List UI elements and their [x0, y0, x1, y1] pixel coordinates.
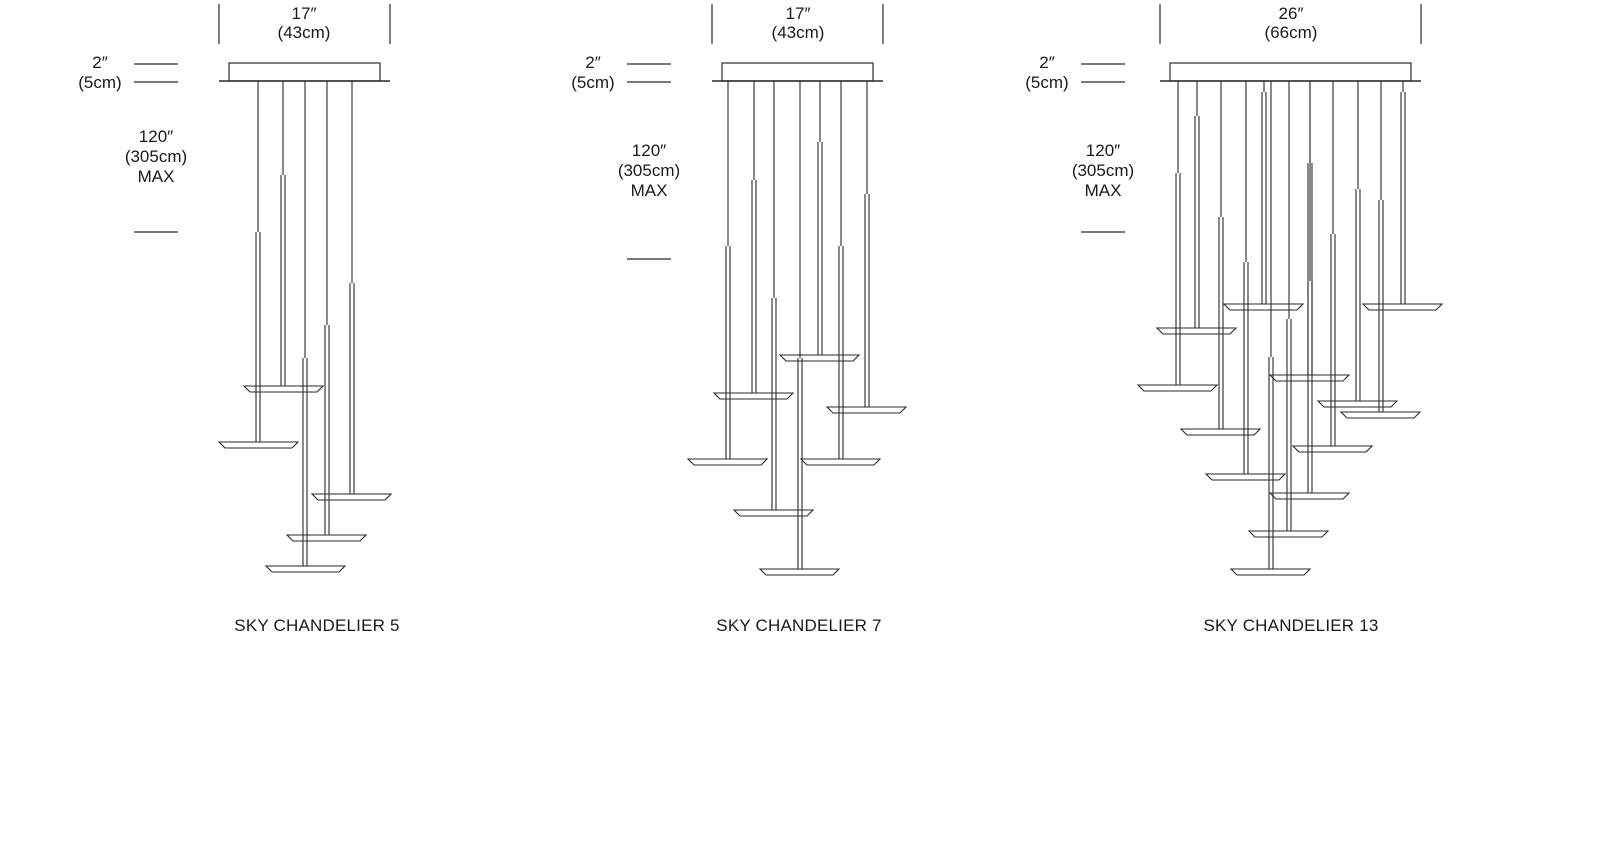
- chandelier-5-drop-in: 120″: [139, 127, 173, 146]
- chandelier-13-drop-dimension: 120″ (305cm) MAX: [1072, 141, 1134, 233]
- chandelier-13-width-in: 26″: [1279, 4, 1304, 23]
- chandelier-7-drop-note: MAX: [631, 181, 668, 200]
- pendant: [1179, 81, 1262, 436]
- chandelier-7-drawing: 17″ (43cm) 2″ (5cm) 120″ (305cm) MAX: [571, 4, 908, 635]
- chandelier-5-canopy-dimension: 2″ (5cm): [78, 53, 178, 92]
- chandelier-7-width-in: 17″: [786, 4, 811, 23]
- pendant: [686, 81, 769, 466]
- chandelier-13-canopy-cm: (5cm): [1025, 73, 1068, 92]
- chandelier-13-canopy-dimension: 2″ (5cm): [1025, 53, 1125, 92]
- chandelier-7-drop-dimension: 120″ (305cm) MAX: [618, 141, 680, 260]
- pendant: [1136, 81, 1219, 392]
- pendant: [1247, 81, 1330, 538]
- pendant: [1361, 81, 1444, 311]
- chandelier-7-title: SKY CHANDELIER 7: [716, 616, 881, 635]
- chandelier-5-drawing: 17″ (43cm) 2″ (5cm) 120″ (305cm) MAX: [78, 4, 399, 635]
- pendant: [217, 81, 300, 449]
- pendant: [778, 81, 861, 362]
- chandelier-13-drawing: 26″ (66cm) 2″ (5cm) 120″ (305cm) MAX: [1025, 4, 1444, 635]
- pendant: [799, 81, 882, 466]
- chandelier-7-canopy: [712, 62, 883, 82]
- pendant: [1339, 81, 1422, 419]
- chandelier-5-canopy-cm: (5cm): [78, 73, 121, 92]
- pendant: [758, 81, 841, 576]
- pendant: [1155, 81, 1238, 335]
- chandelier-13-title: SKY CHANDELIER 13: [1203, 616, 1378, 635]
- pendant: [1204, 81, 1287, 481]
- pendant: [1268, 81, 1351, 500]
- chandelier-13-canopy: [1160, 62, 1421, 82]
- chandelier-13-drop-in: 120″: [1086, 141, 1120, 160]
- chandelier-13-drop-note: MAX: [1085, 181, 1122, 200]
- pendant: [1222, 81, 1305, 311]
- chandelier-7-canopy-cm: (5cm): [571, 73, 614, 92]
- chandelier-13-pendants: [1136, 81, 1444, 576]
- chandelier-7-pendants: [686, 81, 908, 576]
- pendant: [242, 81, 325, 393]
- chandelier-5-width-cm: (43cm): [278, 23, 331, 42]
- chandelier-13-canopy-in: 2″: [1039, 53, 1054, 72]
- chandelier-5-pendants: [217, 81, 393, 573]
- pendant: [1229, 81, 1312, 576]
- chandelier-13-width-dimension: 26″ (66cm): [1159, 4, 1422, 44]
- pendant: [310, 81, 393, 501]
- chandelier-7-canopy-dimension: 2″ (5cm): [571, 53, 671, 92]
- chandelier-5-drop-cm: (305cm): [125, 147, 187, 166]
- pendant: [1316, 81, 1399, 408]
- chandelier-7-width-dimension: 17″ (43cm): [711, 4, 884, 44]
- pendant: [825, 81, 908, 414]
- chandelier-5-canopy-in: 2″: [92, 53, 107, 72]
- chandelier-13-width-cm: (66cm): [1265, 23, 1318, 42]
- chandelier-7-drop-in: 120″: [632, 141, 666, 160]
- chandelier-5-width-dimension: 17″ (43cm): [218, 4, 391, 44]
- chandelier-13-drop-cm: (305cm): [1072, 161, 1134, 180]
- pendant: [1291, 81, 1374, 453]
- chandelier-7-drop-cm: (305cm): [618, 161, 680, 180]
- pendant: [712, 81, 795, 400]
- chandelier-5-width-in: 17″: [292, 4, 317, 23]
- pendant: [732, 81, 815, 517]
- chandelier-5-canopy: [219, 62, 390, 82]
- chandelier-5-drop-note: MAX: [138, 167, 175, 186]
- chandelier-7-canopy-in: 2″: [585, 53, 600, 72]
- pendant: [264, 81, 347, 573]
- chandelier-5-drop-dimension: 120″ (305cm) MAX: [125, 127, 187, 233]
- chandelier-7-width-cm: (43cm): [772, 23, 825, 42]
- chandelier-5-title: SKY CHANDELIER 5: [234, 616, 399, 635]
